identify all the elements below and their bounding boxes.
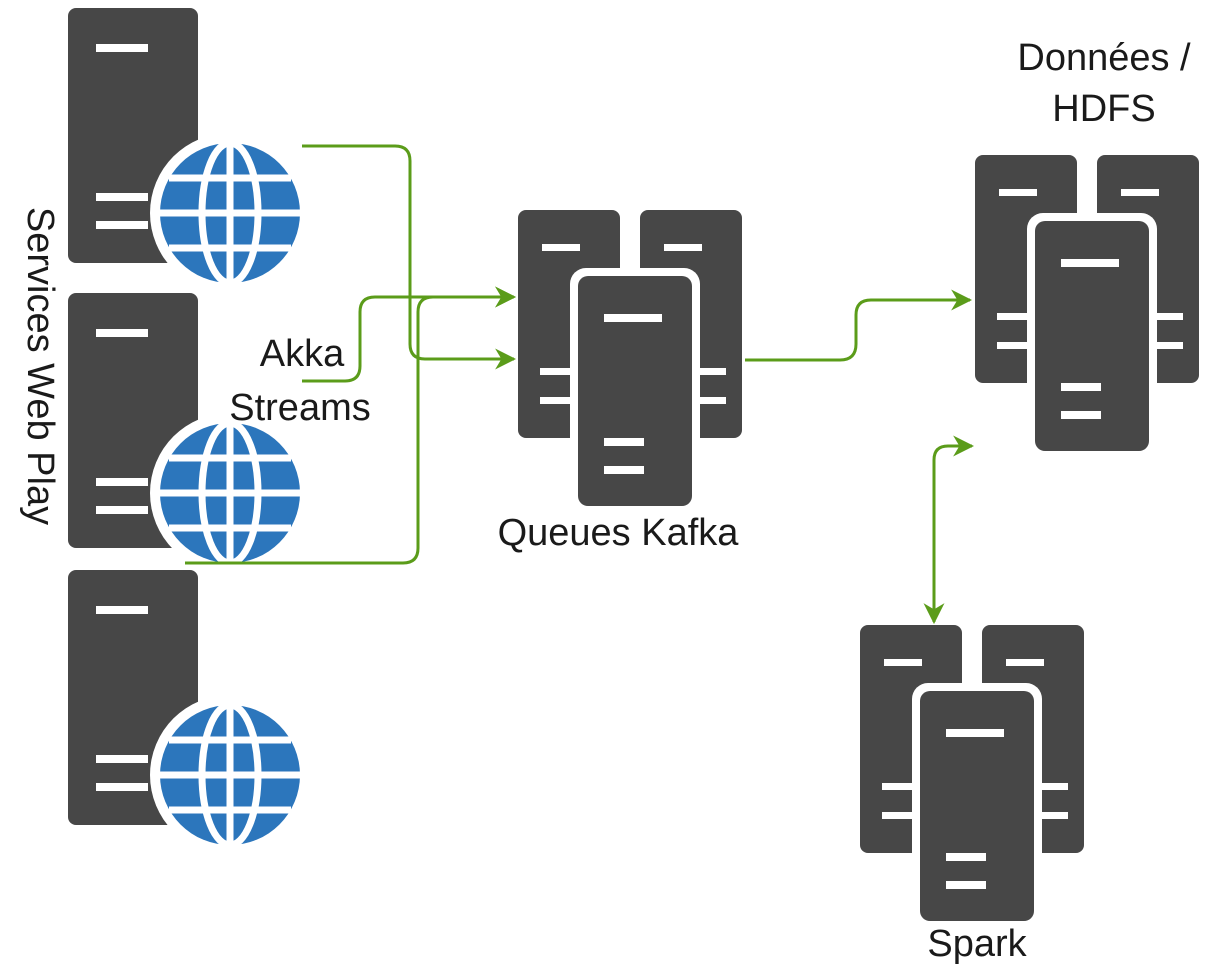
server-cluster-icon <box>518 210 742 514</box>
globe-icon <box>150 695 310 855</box>
edge-web-3-to-kafka <box>185 286 517 565</box>
server-cluster-icon <box>975 155 1199 459</box>
hdfs-cluster <box>975 155 1199 459</box>
spark-label: Spark <box>927 923 1027 964</box>
hdfs-label-line1: Données / <box>1017 37 1191 79</box>
kafka-cluster <box>518 210 742 514</box>
web-server-3 <box>68 570 310 855</box>
akka-streams-label-line2: Streams <box>229 387 370 429</box>
edge-kafka-to-hdfs <box>745 289 973 362</box>
edge-web-1-to-kafka <box>302 144 517 370</box>
globe-icon <box>150 413 310 573</box>
web-server-1 <box>68 8 310 293</box>
spark-cluster <box>860 625 1084 929</box>
web-services-label: Services Web Play <box>19 207 61 525</box>
akka-streams-label-line1: Akka <box>260 333 345 375</box>
edge-web-2-to-kafka <box>302 286 517 383</box>
globe-icon <box>150 133 310 293</box>
hdfs-label-line2: HDFS <box>1052 88 1155 130</box>
edge-spark-hdfs <box>923 435 975 625</box>
server-cluster-icon <box>860 625 1084 929</box>
kafka-label: Queues Kafka <box>498 512 740 554</box>
